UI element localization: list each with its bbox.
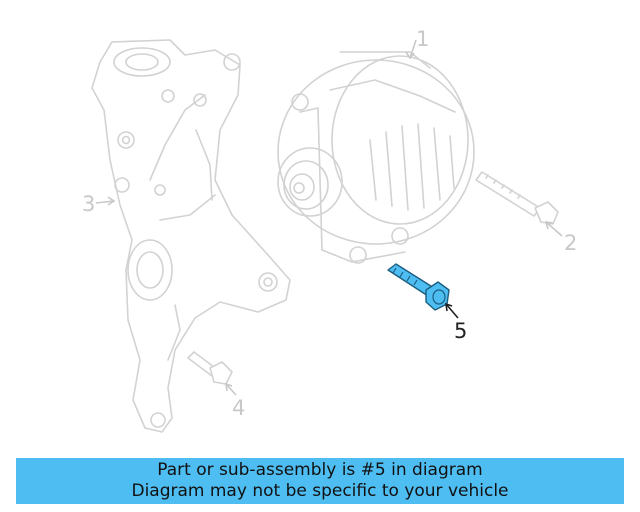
info-banner: Part or sub-assembly is #5 in diagram Di… — [16, 458, 624, 504]
banner-line-2: Diagram may not be specific to your vehi… — [131, 481, 509, 501]
mounting-bracket — [91, 39, 291, 433]
bolt-part-5 — [387, 263, 450, 311]
banner-line-1: Part or sub-assembly is #5 in diagram — [157, 460, 483, 480]
callout-2: 2 — [544, 221, 577, 255]
alternator — [277, 51, 475, 264]
callout-5: 5 — [445, 302, 467, 343]
callout-1-label: 1 — [416, 27, 429, 51]
callout-4-label: 4 — [232, 396, 245, 420]
callout-3: 3 — [82, 192, 116, 216]
callout-5-label: 5 — [454, 319, 467, 343]
bolt-part-4 — [187, 351, 233, 385]
callout-3-label: 3 — [82, 192, 95, 216]
bolt-part-2 — [475, 171, 559, 225]
callout-4: 4 — [225, 382, 245, 420]
callout-2-label: 2 — [564, 231, 577, 255]
callout-1: 1 — [405, 27, 429, 60]
parts-diagram: 1 2 3 4 5 — [82, 27, 577, 433]
